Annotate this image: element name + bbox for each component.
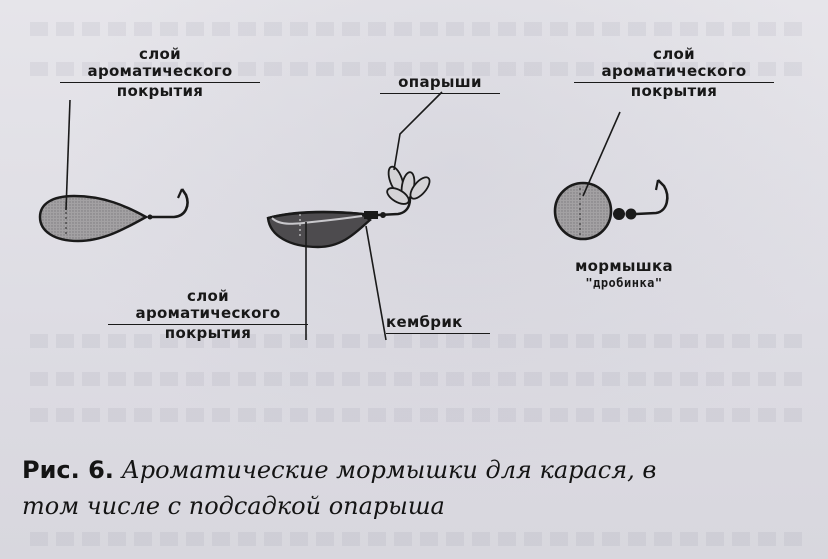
kembrik-label: кембрик: [386, 314, 490, 334]
figure-caption: Рис. 6. Ароматические мормышки для карас…: [22, 452, 812, 524]
label-line: мормышка: [575, 257, 673, 275]
larvae-leader-line: [393, 91, 443, 171]
label-line: ароматического: [108, 305, 308, 325]
left-leader-line: [65, 99, 71, 211]
label-line: слой: [139, 45, 181, 63]
label-line: ароматического: [60, 63, 260, 83]
caption-text: Ароматические мормышки для карася, в: [121, 456, 657, 484]
caption-text: том числе с подсадкой опарыша: [22, 492, 445, 520]
label-line: слой: [187, 287, 229, 305]
label-line: опарыши: [380, 74, 500, 94]
left-coating-label: слой ароматического покрытия: [60, 46, 260, 100]
label-line: покрытия: [630, 82, 718, 100]
right-coating-label: слой ароматического покрытия: [574, 46, 774, 100]
label-subline: "дробинка": [585, 276, 663, 290]
larvae-label: опарыши: [380, 74, 500, 94]
bleed-through-line: [30, 372, 810, 386]
bleed-through-line: [30, 62, 810, 76]
mormyshka-label: мормышка "дробинка": [554, 258, 694, 292]
label-line: слой: [653, 45, 695, 63]
left-drop-lure: [38, 188, 189, 243]
label-line: покрытия: [116, 82, 204, 100]
right-ball-lure: [553, 179, 669, 241]
kembrik-leader-line: [365, 225, 387, 341]
label-line: покрытия: [164, 324, 252, 342]
label-line: кембрик: [386, 314, 490, 334]
figure-number: Рис. 6.: [22, 456, 114, 484]
bleed-through-line: [30, 532, 810, 546]
caption-line-1: Рис. 6. Ароматические мормышки для карас…: [22, 452, 812, 488]
bleed-through-line: [30, 408, 810, 422]
center-coating-label: слой ароматического покрытия: [108, 288, 308, 342]
bleed-through-line: [30, 334, 810, 348]
right-leader-line: [582, 111, 621, 197]
label-line: ароматического: [574, 63, 774, 83]
bleed-through-line: [30, 22, 810, 36]
center-halfmoon-lure: [266, 165, 431, 249]
